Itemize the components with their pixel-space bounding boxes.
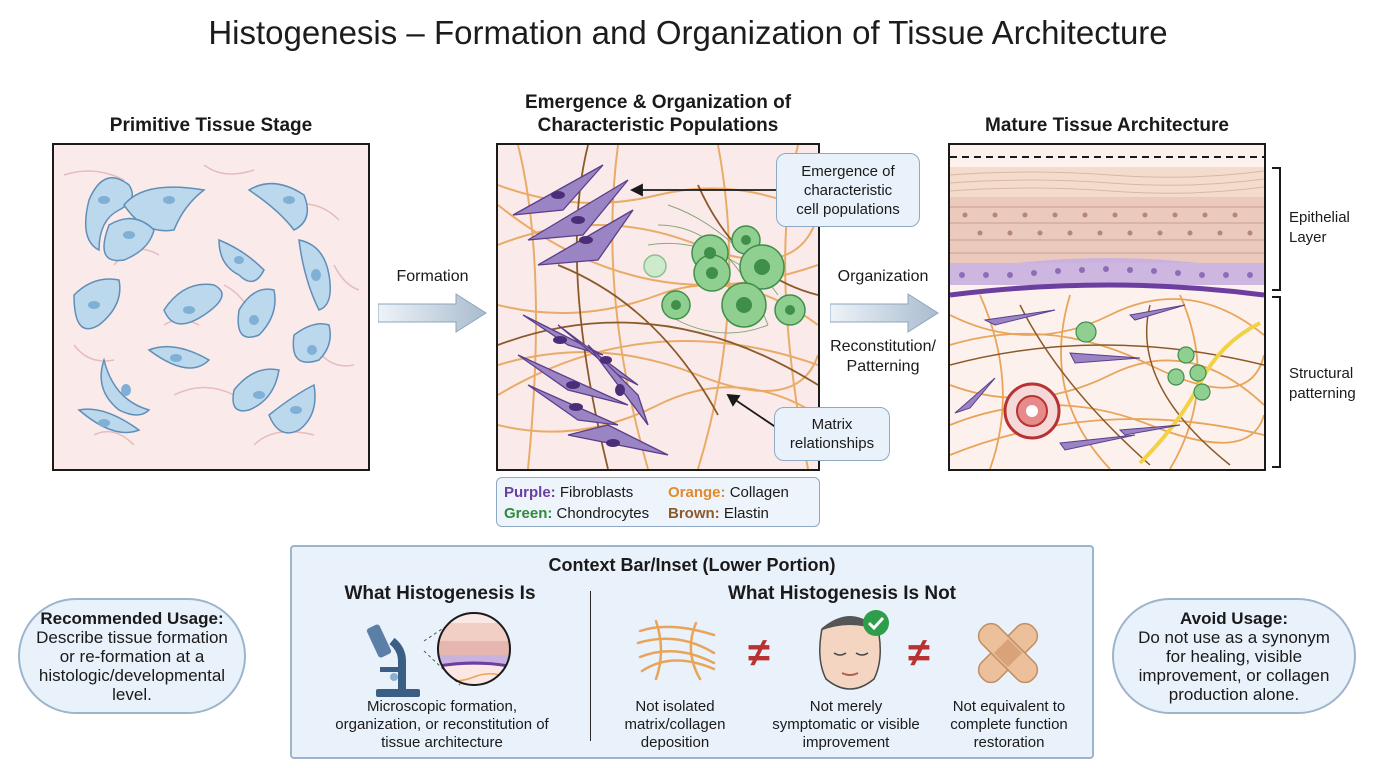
recommended-line: Describe tissue formation [36,627,228,647]
emergence-panel [496,143,820,471]
recommended-usage-pill: Recommended Usage: Describe tissue forma… [18,598,246,714]
avoid-usage-pill: Avoid Usage: Do not use as a synonym for… [1112,598,1356,714]
color-legend: Purple: Fibroblasts Orange: Collagen Gre… [496,477,820,527]
recommended-line: level. [112,684,152,704]
is-caption-line: Microscopic formation, [366,698,518,715]
callout-line: cell populations [796,200,900,218]
reconstitution-line1: Reconstitution/ [830,338,936,355]
context-title: Context Bar/Inset (Lower Portion) [548,555,836,575]
not-caption-line: improvement [802,734,890,751]
not-caption-line: complete function [950,716,1068,733]
not-caption-line: Not merely [809,698,883,715]
mature-tissue-illustration [950,156,1264,469]
legend-collagen: Orange: Collagen [668,484,789,501]
not-equal-symbol-2: ≠ [908,631,930,675]
bracket-label-line: Epithelial [1289,209,1350,226]
emergence-title-line1: Emergence & Organization of [524,92,792,113]
emergence-title-line2: Characteristic Populations [537,115,779,136]
not-equal-symbol-1: ≠ [748,631,770,675]
not-caption-line: restoration [973,734,1045,751]
mature-panel-title: Mature Tissue Architecture [985,115,1229,136]
legend-chondrocytes: Green: Chondrocytes [504,505,650,522]
callout-line: relationships [789,435,875,452]
not-item-1-caption: Not isolated matrix/collagen deposition [610,698,740,752]
primitive-tissue-illustration [63,164,360,446]
collagen-fibers-icon [636,619,716,681]
not-caption-line: symptomatic or visible [772,716,920,733]
not-caption-line: Not isolated [635,698,715,715]
epithelial-layer-label: Epithelial Layer [1289,208,1350,248]
emergence-callout: Emergence of characteristic cell populat… [776,153,920,227]
bracket-lines [1272,167,1281,468]
mature-tissue-panel [948,143,1266,471]
not-title: What Histogenesis Is Not [727,583,957,604]
matrix-callout: Matrix relationships [774,407,890,461]
recommended-line: histologic/developmental [38,665,226,685]
primitive-panel-title: Primitive Tissue Stage [109,115,313,136]
is-title: What Histogenesis Is [344,583,536,604]
magnified-tissue-icon [437,612,511,686]
bandage-icon [977,622,1039,684]
callout-line: characteristic [803,181,893,199]
structural-patterning-label: Structural patterning [1289,364,1356,404]
face-check-icon [819,610,889,690]
emergence-panel-title: Emergence & Organization of Characterist… [470,91,846,137]
is-caption: Microscopic formation, organization, or … [306,698,578,752]
bracket-label-line: patterning [1289,385,1356,402]
bracket-label-line: Layer [1289,229,1327,246]
reconstitution-label: Reconstitution/ Patterning [822,337,944,377]
not-caption-line: deposition [640,734,710,751]
organization-arrow-icon [830,293,939,333]
primitive-tissue-panel [52,143,370,471]
callout-line: Matrix [811,416,853,433]
avoid-title: Avoid Usage: [1179,608,1288,628]
avoid-line: Do not use as a synonym [1138,627,1330,647]
legend-elastin: Brown: Elastin [668,505,769,522]
not-caption-line: matrix/collagen [624,716,726,733]
not-item-2-caption: Not merely symptomatic or visible improv… [756,698,936,752]
is-caption-line: organization, or reconstitution of [335,716,549,733]
formation-label: Formation [396,268,469,285]
not-caption-line: Not equivalent to [952,698,1066,715]
recommended-line: or re-formation at a [59,646,205,666]
avoid-line: for healing, visible [1165,646,1303,666]
bracket-label-line: Structural [1289,365,1354,382]
page-title: Histogenesis – Formation and Organizatio… [208,14,1168,51]
avoid-line: production alone. [1168,684,1300,704]
organization-label: Organization [837,268,929,285]
legend-fibroblasts: Purple: Fibroblasts [504,484,634,501]
avoid-line: improvement, or collagen [1138,665,1330,685]
callout-line: Emergence of [801,162,895,180]
emergence-illustration [498,145,818,469]
reconstitution-line2: Patterning [846,358,920,375]
microscope-icon [366,616,461,697]
is-caption-line: tissue architecture [381,734,503,751]
not-item-3-caption: Not equivalent to complete function rest… [936,698,1082,752]
context-inset: Context Bar/Inset (Lower Portion) What H… [290,545,1094,759]
recommended-title: Recommended Usage: [40,608,224,628]
inset-divider [590,591,591,741]
formation-arrow-icon [378,293,487,333]
